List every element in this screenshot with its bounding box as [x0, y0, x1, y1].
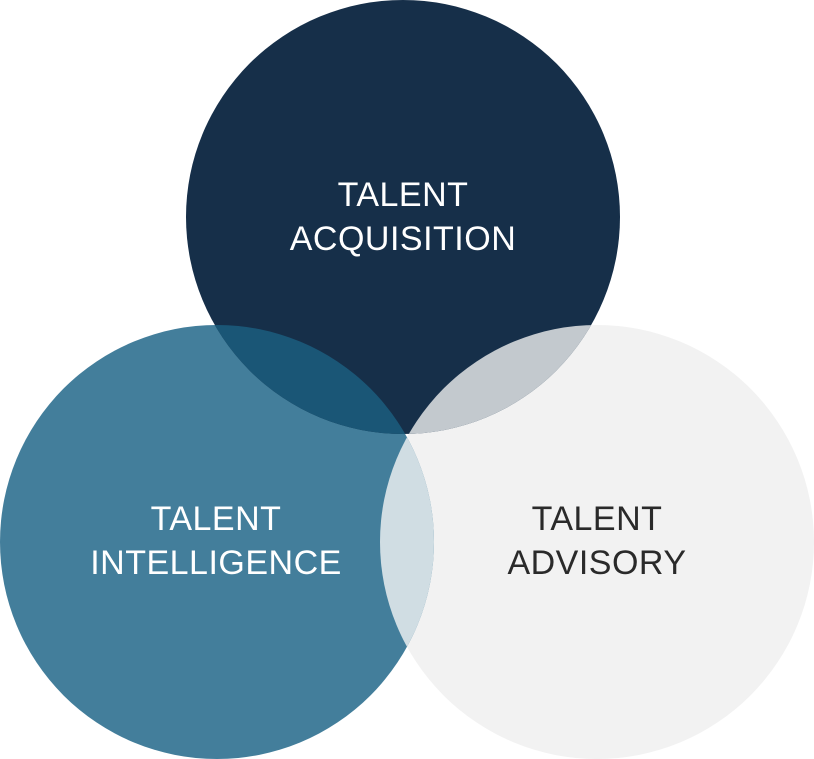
label-line: ADVISORY — [507, 544, 687, 582]
circle-talent-acquisition — [186, 0, 620, 434]
label-talent-intelligence: TALENT INTELLIGENCE — [46, 497, 386, 585]
label-talent-advisory: TALENT ADVISORY — [427, 497, 767, 585]
circle-talent-intelligence — [0, 325, 434, 759]
label-line: TALENT — [150, 500, 282, 538]
label-line: INTELLIGENCE — [90, 544, 342, 582]
label-line: ACQUISITION — [289, 220, 517, 258]
label-line: TALENT — [531, 500, 663, 538]
label-talent-acquisition: TALENT ACQUISITION — [233, 173, 573, 261]
label-line: TALENT — [337, 176, 469, 214]
circle-talent-advisory — [380, 325, 814, 759]
